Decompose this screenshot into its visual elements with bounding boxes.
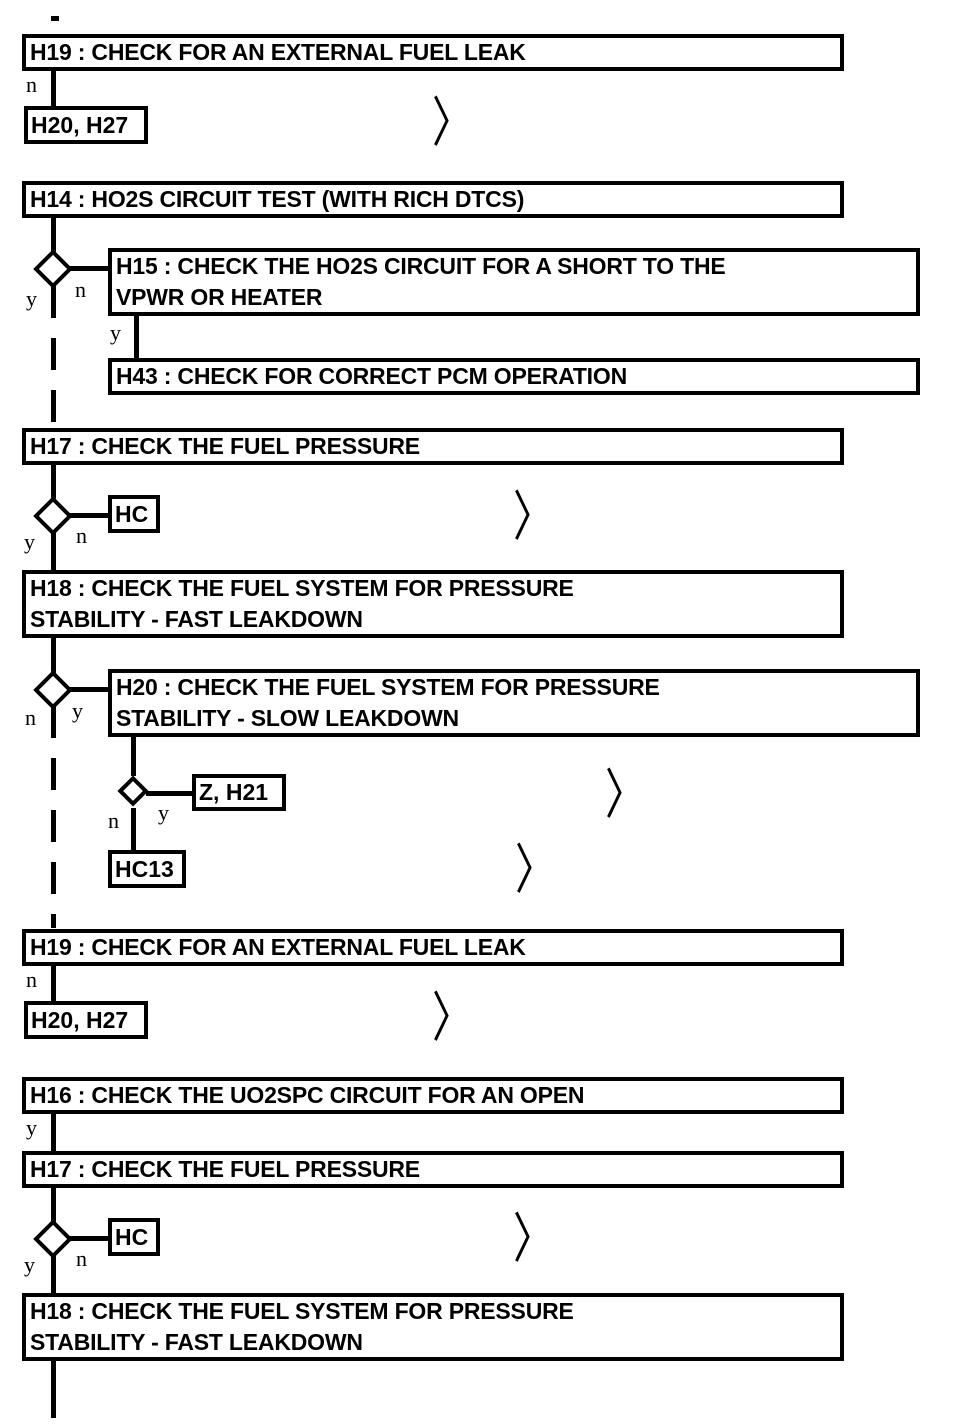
connector-decision-to-z-h21 — [146, 791, 194, 796]
connector-h18-to-decision — [51, 637, 56, 675]
connector-decision-to-hc-2 — [67, 1236, 112, 1241]
terminator-box-hc[interactable]: HC — [108, 495, 160, 533]
branch-label-no: n — [108, 808, 119, 833]
step-box-h19-external-fuel-leak[interactable]: H19 : CHECK FOR AN EXTERNAL FUEL LEAK — [22, 34, 844, 71]
decision-diamond-h20[interactable] — [117, 775, 149, 807]
branch-label-no: n — [76, 523, 87, 548]
terminator-box-hc-2[interactable]: HC — [108, 1218, 160, 1256]
connector-h14-to-decision — [51, 217, 56, 253]
step-box-h18-fast-leakdown-2[interactable]: H18 : CHECK THE FUEL SYSTEM FOR PRESSURE… — [22, 1293, 844, 1361]
branch-label-no: n — [26, 967, 37, 992]
connector-decision-yes-dashed — [51, 286, 56, 426]
connector-h17-to-decision — [51, 464, 56, 500]
top-dash-mark — [51, 16, 59, 21]
step-box-h19-external-fuel-leak-2[interactable]: H19 : CHECK FOR AN EXTERNAL FUEL LEAK — [22, 929, 844, 966]
branch-label-yes: y — [110, 320, 121, 345]
connector-decision-to-h15 — [67, 266, 112, 271]
connector-h19-to-h20h27 — [51, 70, 56, 108]
terminator-label: Z, H21 — [199, 779, 269, 805]
terminator-label: HC — [115, 1223, 149, 1250]
branch-label-yes: y — [158, 800, 169, 825]
connector-decision-no-dashed — [51, 706, 56, 928]
step-label: H20 : CHECK THE FUEL SYSTEM FOR PRESSURE… — [116, 674, 660, 731]
chevron-marker: 〉 — [432, 988, 473, 1048]
terminator-label: H20, H27 — [31, 111, 129, 138]
branch-label-no: n — [76, 1246, 87, 1271]
branch-label-no: n — [26, 72, 37, 97]
branch-label-yes: y — [24, 1252, 35, 1277]
connector-h19b-to-h20h27 — [51, 965, 56, 1003]
connector-decision-to-h20 — [67, 687, 112, 692]
branch-label-yes: y — [26, 1115, 37, 1140]
step-box-h14-ho2s-circuit-test[interactable]: H14 : HO2S CIRCUIT TEST (WITH RICH DTCS) — [22, 181, 844, 218]
branch-label-no: n — [75, 277, 86, 302]
branch-label-yes: y — [26, 286, 37, 311]
step-label: H19 : CHECK FOR AN EXTERNAL FUEL LEAK — [30, 934, 526, 960]
chevron-marker: 〉 — [513, 487, 554, 547]
terminator-label: HC — [115, 500, 149, 527]
branch-label-no: n — [25, 705, 36, 730]
connector-h16-to-h17 — [51, 1113, 56, 1154]
step-label: H16 : CHECK THE UO2SPC CIRCUIT FOR AN OP… — [30, 1082, 585, 1108]
terminator-box-h20-h27-2[interactable]: H20, H27 — [24, 1001, 148, 1039]
step-label: H17 : CHECK THE FUEL PRESSURE — [30, 1156, 420, 1182]
step-label: H14 : HO2S CIRCUIT TEST (WITH RICH DTCS) — [30, 186, 525, 212]
connector-decision-yes-to-h18-2 — [51, 1253, 56, 1295]
step-label: H18 : CHECK THE FUEL SYSTEM FOR PRESSURE… — [30, 1298, 574, 1355]
branch-label-yes: y — [24, 529, 35, 554]
terminator-label: H20, H27 — [31, 1006, 129, 1033]
step-box-h18-fast-leakdown[interactable]: H18 : CHECK THE FUEL SYSTEM FOR PRESSURE… — [22, 570, 844, 638]
chevron-marker: 〉 — [513, 1209, 554, 1269]
terminator-label: HC13 — [115, 855, 174, 882]
step-label: H19 : CHECK FOR AN EXTERNAL FUEL LEAK — [30, 39, 526, 65]
chevron-marker: 〉 — [605, 765, 646, 825]
connector-h18b-continues — [51, 1360, 56, 1418]
step-label: H17 : CHECK THE FUEL PRESSURE — [30, 433, 420, 459]
step-box-h17-fuel-pressure[interactable]: H17 : CHECK THE FUEL PRESSURE — [22, 428, 844, 465]
connector-decision-to-hc — [67, 513, 112, 518]
connector-decision-no-to-hc13 — [131, 808, 136, 852]
step-label: H18 : CHECK THE FUEL SYSTEM FOR PRESSURE… — [30, 575, 574, 632]
step-box-h16-uo2spc-open[interactable]: H16 : CHECK THE UO2SPC CIRCUIT FOR AN OP… — [22, 1077, 844, 1114]
step-box-h20-slow-leakdown[interactable]: H20 : CHECK THE FUEL SYSTEM FOR PRESSURE… — [108, 669, 920, 737]
chevron-marker: 〉 — [515, 840, 556, 900]
connector-decision-yes-to-h18 — [51, 530, 56, 572]
branch-label-yes: y — [72, 698, 83, 723]
connector-h17b-to-decision — [51, 1187, 56, 1224]
terminator-box-z-h21[interactable]: Z, H21 — [192, 774, 286, 811]
step-label: H15 : CHECK THE HO2S CIRCUIT FOR A SHORT… — [116, 253, 726, 310]
chevron-marker: 〉 — [432, 93, 473, 153]
terminator-box-hc13[interactable]: HC13 — [108, 850, 186, 888]
step-label: H43 : CHECK FOR CORRECT PCM OPERATION — [116, 363, 627, 389]
step-box-h43-pcm-operation[interactable]: H43 : CHECK FOR CORRECT PCM OPERATION — [108, 358, 920, 395]
terminator-box-h20-h27[interactable]: H20, H27 — [24, 106, 148, 144]
connector-h15-to-h43 — [134, 315, 139, 361]
step-box-h17-fuel-pressure-2[interactable]: H17 : CHECK THE FUEL PRESSURE — [22, 1151, 844, 1188]
connector-h20-to-decision — [131, 736, 136, 776]
step-box-h15-ho2s-short-to-vpwr[interactable]: H15 : CHECK THE HO2S CIRCUIT FOR A SHORT… — [108, 248, 920, 316]
